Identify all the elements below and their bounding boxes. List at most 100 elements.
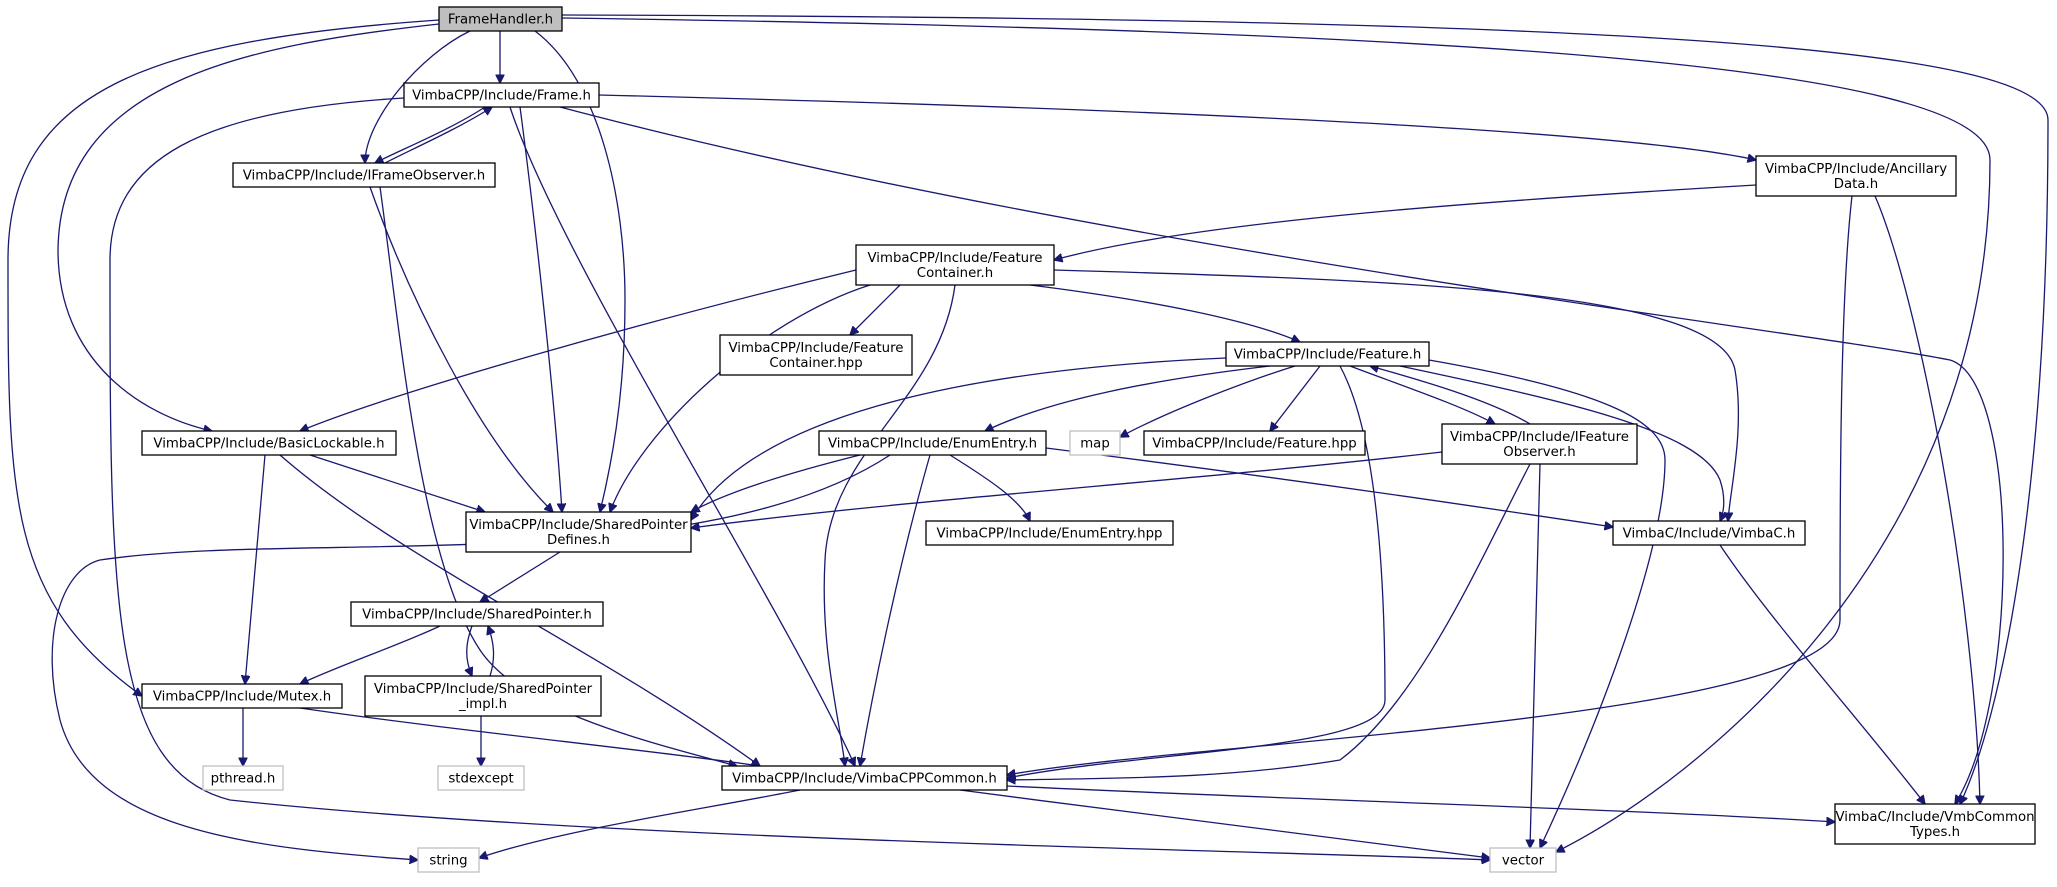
edge-arrow: [1006, 785, 1835, 822]
node-iframeobserver[interactable]: VimbaCPP/Include/IFrameObserver.h: [232, 162, 496, 188]
edge-featurecontainer-to-vimbac: [1053, 269, 1740, 521]
edge-arrow: [1719, 544, 1925, 804]
edge-sharedptr-to-sharedptrimpl: [467, 625, 472, 676]
node-label: VimbaCPP/Include/BasicLockable.h: [153, 437, 384, 452]
edge-feature-to-vimbacppcommon: [1007, 365, 1386, 778]
edge-arrow: [245, 454, 266, 684]
node-box: [1489, 847, 1557, 873]
edge-arrow: [949, 454, 1030, 521]
edge-arrow: [519, 106, 562, 512]
edge-enumentry-to-vimbac: [1045, 447, 1613, 527]
edge-frame-to-sharedptrdefines: [519, 106, 562, 512]
node-label: VimbaC/Include/VimbaC.h: [1623, 527, 1796, 542]
node-box: [719, 334, 913, 376]
edge-ancillary-to-featurecontainer: [1054, 184, 1757, 260]
edge-arrow: [1007, 365, 1386, 778]
edge-arrow: [1045, 447, 1613, 527]
node-frame[interactable]: VimbaCPP/Include/Frame.h: [403, 82, 600, 108]
edge-arrow: [559, 106, 2004, 804]
edge-sharedptrimpl-to-sharedptr: [488, 626, 494, 677]
node-box: [1834, 803, 2036, 845]
node-box: [1143, 430, 1366, 456]
edge-arrow: [365, 30, 471, 163]
edge-arrow: [850, 284, 901, 335]
edge-framehandler-to-basiclockable: [57, 23, 440, 431]
node-sharedptrimpl[interactable]: VimbaCPP/Include/SharedPointer_impl.h: [364, 675, 602, 717]
node-mutex[interactable]: VimbaCPP/Include/Mutex.h: [141, 683, 343, 709]
edge-ifeatureobserver-to-vimbacppcommon: [1007, 463, 1531, 780]
node-label: VimbaCPP/Include/Feature.h: [1234, 348, 1422, 363]
node-box: [403, 82, 600, 108]
node-framehandler[interactable]: FrameHandler.h: [438, 6, 563, 32]
edge-arrow: [561, 17, 1991, 852]
edge-vimbacppcommon-to-vector: [959, 789, 1490, 858]
edge-arrow: [1530, 463, 1541, 848]
node-stdexcept: stdexcept: [437, 765, 525, 791]
edge-arrow: [691, 451, 1443, 528]
node-box: [417, 847, 480, 873]
edge-arrow: [1428, 359, 1666, 848]
edge-iframeobserver-to-frame: [384, 107, 492, 164]
edge-feature-to-ifeatureobserver: [1349, 365, 1495, 424]
edge-arrow: [561, 14, 2049, 804]
node-label: VimbaC/Include/VmbCommon: [1835, 810, 2034, 825]
edge-mutex-to-vimbacppcommon: [299, 707, 760, 766]
node-label: stdexcept: [448, 772, 513, 787]
node-feature[interactable]: VimbaCPP/Include/Feature.h: [1225, 341, 1430, 367]
node-enumentry[interactable]: VimbaCPP/Include/EnumEntry.h: [818, 430, 1047, 456]
node-box: [1755, 155, 1957, 197]
node-sharedptr[interactable]: VimbaCPP/Include/SharedPointer.h: [350, 601, 604, 627]
edges-layer: [7, 14, 2049, 860]
node-map: map: [1069, 430, 1121, 456]
edge-arrow: [1399, 365, 1724, 521]
edge-enumentry-to-enumentryhpp: [949, 454, 1030, 521]
node-basiclockable[interactable]: VimbaCPP/Include/BasicLockable.h: [141, 430, 397, 456]
edge-arrow: [509, 106, 855, 766]
node-label: Data.h: [1834, 177, 1878, 192]
edge-arrow: [309, 454, 485, 512]
node-label: VimbaCPP/Include/IFrameObserver.h: [243, 169, 486, 184]
node-box: [1225, 341, 1430, 367]
node-string: string: [417, 847, 480, 873]
edge-feature-to-vector: [1428, 359, 1666, 848]
edge-arrow: [479, 789, 801, 858]
node-vimbac[interactable]: VimbaC/Include/VimbaC.h: [1612, 520, 1806, 546]
edge-featurecontainer-to-feature: [1029, 284, 1300, 342]
node-vimbacppcommon[interactable]: VimbaCPP/Include/VimbaCPPCommon.h: [721, 765, 1008, 791]
node-enumentryhpp[interactable]: VimbaCPP/Include/EnumEntry.hpp: [925, 520, 1174, 546]
edge-arrow: [985, 365, 1271, 431]
node-label: VimbaCPP/Include/VimbaCPPCommon.h: [732, 772, 997, 787]
edge-sharedptr-to-mutex: [300, 625, 441, 684]
node-label: VimbaCPP/Include/IFeature: [1450, 430, 1629, 445]
edge-vimbac-to-vmbcommontypes: [1719, 544, 1925, 804]
edge-arrow: [1270, 365, 1321, 431]
edge-frame-to-ancillary: [598, 94, 1756, 160]
node-box: [202, 765, 284, 791]
edge-arrow: [610, 284, 871, 512]
node-label: VimbaCPP/Include/Feature: [729, 341, 904, 356]
node-label: VimbaCPP/Include/EnumEntry.hpp: [937, 527, 1163, 542]
edge-enumentry-to-vimbacppcommon: [860, 454, 931, 766]
node-featurehpp[interactable]: VimbaCPP/Include/Feature.hpp: [1143, 430, 1366, 456]
edge-featurecontainer-to-basiclockable: [300, 269, 857, 431]
node-label: VimbaCPP/Include/SharedPointer: [469, 518, 688, 533]
edge-ancillary-to-vimbacppcommon: [1007, 195, 1853, 775]
edge-sharedptrdefines-to-sharedptr: [480, 551, 561, 602]
edge-arrow: [369, 186, 553, 512]
edge-arrow: [379, 186, 737, 766]
edge-arrow: [375, 106, 486, 163]
node-label: vector: [1502, 854, 1545, 869]
edge-arrow: [1874, 195, 1980, 804]
edge-arrow: [691, 454, 861, 512]
node-label: VimbaCPP/Include/Ancillary: [1765, 162, 1947, 177]
edge-arrow: [860, 454, 931, 766]
edge-frame-to-vimbacppcommon: [509, 106, 855, 766]
node-label: _impl.h: [458, 697, 507, 712]
node-box: [1441, 423, 1638, 465]
